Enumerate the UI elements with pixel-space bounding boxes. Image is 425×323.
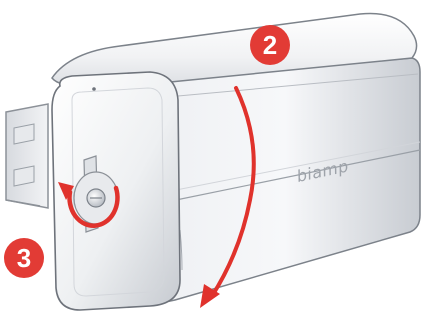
step-2-badge: 2 (250, 25, 290, 65)
rotate-arrow-icon (58, 182, 120, 228)
enclosure-body (51, 12, 421, 303)
step-3-number: 3 (16, 243, 32, 273)
step-2-number: 2 (262, 30, 278, 60)
latch-screw (73, 155, 119, 233)
slide-down-arrow-icon (200, 86, 256, 308)
step-3-badge: 3 (4, 238, 44, 278)
mounting-bracket (5, 103, 49, 209)
